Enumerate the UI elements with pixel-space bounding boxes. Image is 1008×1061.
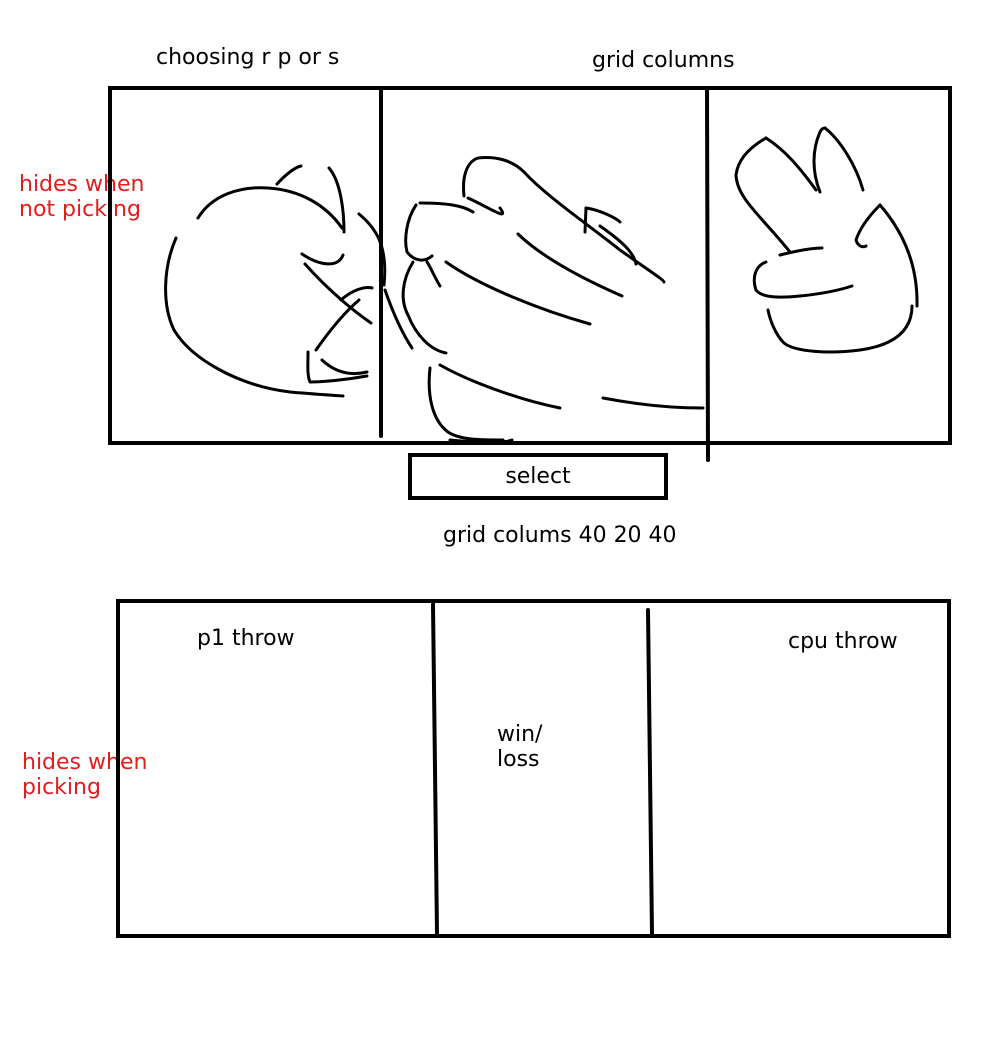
top-divider-2 bbox=[705, 88, 710, 462]
p1-throw-label: p1 throw bbox=[197, 626, 295, 651]
scissors-hand-icon[interactable] bbox=[734, 126, 919, 354]
bottom-divider-2 bbox=[646, 608, 654, 936]
select-button[interactable]: select bbox=[408, 453, 668, 500]
win-loss-label: win/ loss bbox=[497, 722, 543, 773]
select-button-label: select bbox=[505, 463, 571, 489]
grid-columns-heading: grid columns bbox=[592, 48, 735, 73]
paper-hand-icon[interactable] bbox=[383, 156, 705, 444]
results-panel bbox=[116, 599, 951, 938]
bottom-divider-1 bbox=[431, 602, 439, 936]
rock-fist-icon[interactable] bbox=[164, 164, 387, 398]
hide-note-top: hides when not picking bbox=[19, 172, 145, 223]
choice-panel bbox=[108, 86, 952, 445]
grid-columns-note: grid colums 40 20 40 bbox=[443, 523, 677, 548]
choice-heading: choosing r p or s bbox=[156, 45, 340, 70]
cpu-throw-label: cpu throw bbox=[788, 629, 898, 654]
